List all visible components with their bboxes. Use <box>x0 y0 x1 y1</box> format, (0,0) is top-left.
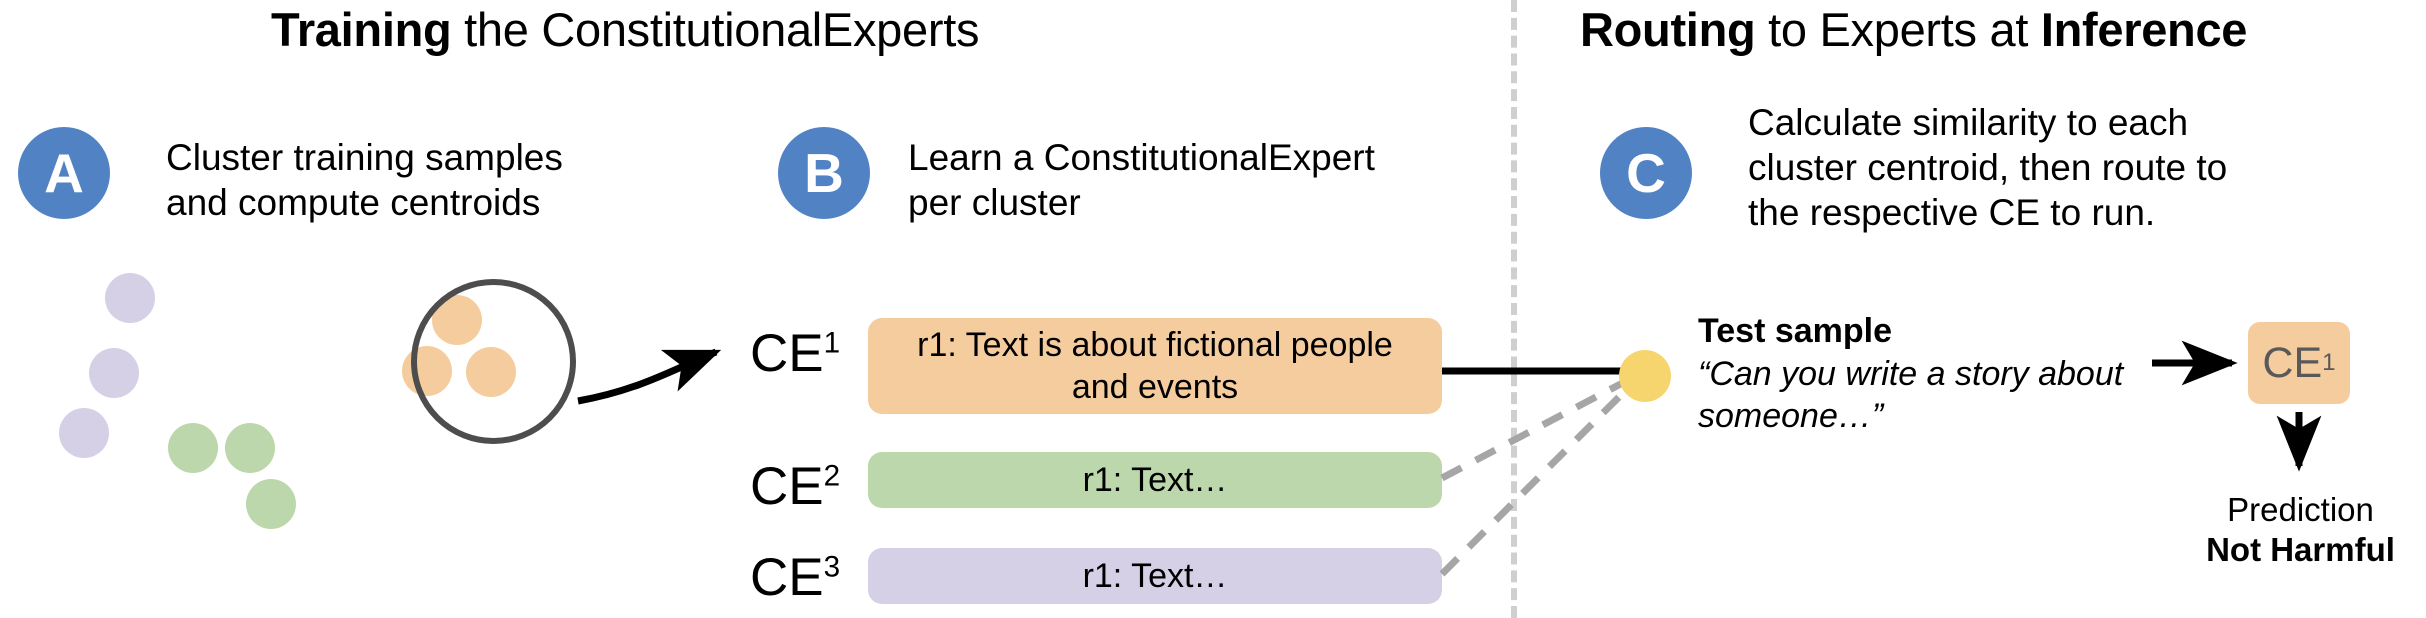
right-title-bold-2: Inference <box>2040 3 2248 56</box>
step-badge-a: A <box>18 127 110 219</box>
routed-expert-label: CE <box>2262 338 2323 387</box>
right-panel-title: Routing to Experts at Inference <box>1580 6 2247 53</box>
left-title-normal: the ConstitutionalExperts <box>451 3 980 56</box>
step-badge-b: B <box>778 127 870 219</box>
expert-label-1-sup: 1 <box>823 326 841 360</box>
expert-label-2: CE2 <box>750 460 840 513</box>
expert3-to-test-sample-dashed-line <box>1439 380 1636 577</box>
expert-label-1: CE1 <box>750 327 840 380</box>
expert-label-3-sup: 3 <box>823 550 841 584</box>
cluster-selection-ring <box>411 279 576 444</box>
right-title-normal: to Experts at <box>1755 3 2041 56</box>
expert-label-1-text: CE <box>750 324 824 383</box>
expert2-to-test-sample-dashed-line <box>1440 375 1632 482</box>
expert-rule-box-3: r1: Text… <box>868 548 1442 604</box>
expert-rule-box-2: r1: Text… <box>868 452 1442 508</box>
step-badge-c: C <box>1600 127 1692 219</box>
panel-divider <box>1511 0 1517 618</box>
step-caption-b: Learn a ConstitutionalExpert per cluster <box>908 137 1375 224</box>
expert-label-3: CE3 <box>750 551 840 604</box>
green-cluster-point-1 <box>168 423 218 473</box>
prediction-block: Prediction Not Harmful <box>2193 490 2408 571</box>
left-panel-title: Training the ConstitutionalExperts <box>271 6 979 53</box>
test-sample-dot <box>1619 350 1671 402</box>
prediction-label: Prediction <box>2227 491 2374 528</box>
test-sample-quote: “Can you write a story about someone…” <box>1698 354 2124 436</box>
expert-label-2-text: CE <box>750 457 824 516</box>
purple-cluster-point-1 <box>105 273 155 323</box>
purple-cluster-point-3 <box>59 408 109 458</box>
prediction-value: Not Harmful <box>2206 531 2395 569</box>
green-cluster-point-3 <box>246 479 296 529</box>
expert-rule-box-1: r1: Text is about fictional people and e… <box>868 318 1442 414</box>
test-sample-block: Test sample “Can you write a story about… <box>1698 310 2123 438</box>
green-cluster-point-2 <box>225 423 275 473</box>
step-caption-a: Cluster training samples and compute cen… <box>166 137 563 224</box>
left-title-bold: Training <box>271 3 452 56</box>
purple-cluster-point-2 <box>89 348 139 398</box>
expert-label-3-text: CE <box>750 548 824 607</box>
cluster-to-expert-arrow <box>577 348 722 405</box>
test-sample-title: Test sample <box>1698 312 1893 350</box>
expert-label-2-sup: 2 <box>823 459 841 493</box>
right-title-bold-1: Routing <box>1580 3 1756 56</box>
step-caption-c: Calculate similarity to each cluster cen… <box>1748 102 2228 234</box>
